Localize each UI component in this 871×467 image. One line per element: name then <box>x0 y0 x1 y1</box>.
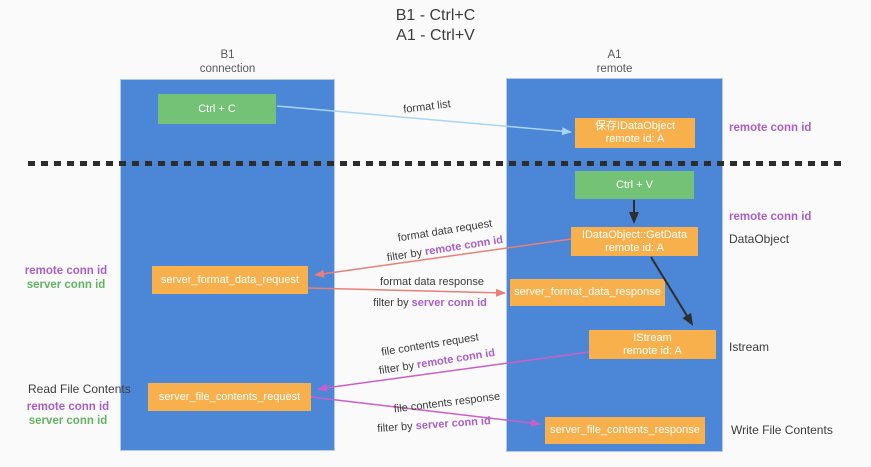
server-format-data-response-label: server_format_data_response <box>514 286 661 298</box>
istream-side-label: Istream <box>729 340 770 354</box>
ctrl-c-node: Ctrl + C <box>158 94 276 124</box>
left-conn-id-pair-2: remote conn id server conn id <box>20 400 116 428</box>
server-format-data-response-node: server_format_data_response <box>510 279 665 306</box>
left-server-conn-id-2: server conn id <box>28 415 108 427</box>
getdata-line1: IDataObject::GetData <box>581 228 688 241</box>
left-column-header: B1 connection <box>120 48 335 76</box>
left-conn-id-pair-1: remote conn id server conn id <box>18 264 114 292</box>
right-remote-conn-id-1: remote conn id <box>729 122 812 134</box>
dataobject-label: DataObject <box>729 232 790 246</box>
istream-line1: IStream <box>633 331 672 344</box>
server-file-contents-response-label: server_file_contents_response <box>550 424 700 436</box>
save-idataobject-node: 保存IDataObject remote id: A <box>575 118 695 148</box>
title-line-1: B1 - Ctrl+C <box>395 7 476 24</box>
format-data-response-edge-label: format data response <box>380 276 484 288</box>
filter-server-conn-id-1: server conn id <box>411 297 487 309</box>
left-remote-conn-id-2: remote conn id <box>26 401 110 413</box>
format-list-edge-label: format list <box>402 98 452 116</box>
idataobject-getdata-node: IDataObject::GetData remote id: A <box>571 227 698 256</box>
filter-by-server-2: filter by server conn id <box>377 415 491 435</box>
format-data-response-arrow <box>307 287 506 297</box>
write-file-contents-label: Write File Contents <box>731 423 833 437</box>
diagram-title: B1 - Ctrl+C A1 - Ctrl+V <box>0 6 871 46</box>
istream-node: IStream remote id: A <box>589 330 716 359</box>
istream-line2: remote id: A <box>623 344 682 357</box>
ctrl-c-label: Ctrl + C <box>198 102 236 115</box>
save-idataobject-line1: 保存IDataObject <box>594 120 676 132</box>
server-format-data-request-node: server_format_data_request <box>152 266 308 294</box>
filter-by-prefix-3: filter by <box>378 359 419 378</box>
left-remote-conn-id-1: remote conn id <box>24 265 108 277</box>
server-format-data-request-label: server_format_data_request <box>160 273 300 286</box>
save-idataobject-line2: remote id: A <box>605 133 665 145</box>
server-file-contents-response-node: server_file_contents_response <box>545 417 705 444</box>
filter-server-conn-id-2: server conn id <box>415 415 492 433</box>
getdata-line2: remote id: A <box>605 241 664 254</box>
title-line-2: A1 - Ctrl+V <box>396 27 475 44</box>
filter-by-prefix-4: filter by <box>376 420 417 435</box>
left-column-name: B1 <box>220 49 235 61</box>
left-server-conn-id-1: server conn id <box>26 279 106 291</box>
ctrl-v-label: Ctrl + V <box>616 178 653 191</box>
ctrl-v-node: Ctrl + V <box>575 171 694 199</box>
right-column-role: remote <box>596 63 633 75</box>
server-file-contents-request-label: server_file_contents_request <box>158 390 301 403</box>
phase-divider-dashed-line <box>28 161 845 166</box>
right-column-header: A1 remote <box>506 48 723 76</box>
read-file-contents-label: Read File Contents <box>28 382 131 396</box>
right-column-name: A1 <box>607 49 622 61</box>
filter-by-prefix-2: filter by <box>373 297 412 309</box>
right-remote-conn-id-2: remote conn id <box>729 211 812 223</box>
server-file-contents-request-node: server_file_contents_request <box>148 383 311 411</box>
left-column-role: connection <box>199 63 256 75</box>
filter-by-server-1: filter by server conn id <box>373 297 487 309</box>
file-contents-response-edge-label: file contents response <box>393 390 501 416</box>
filter-by-prefix-1: filter by <box>386 246 427 265</box>
